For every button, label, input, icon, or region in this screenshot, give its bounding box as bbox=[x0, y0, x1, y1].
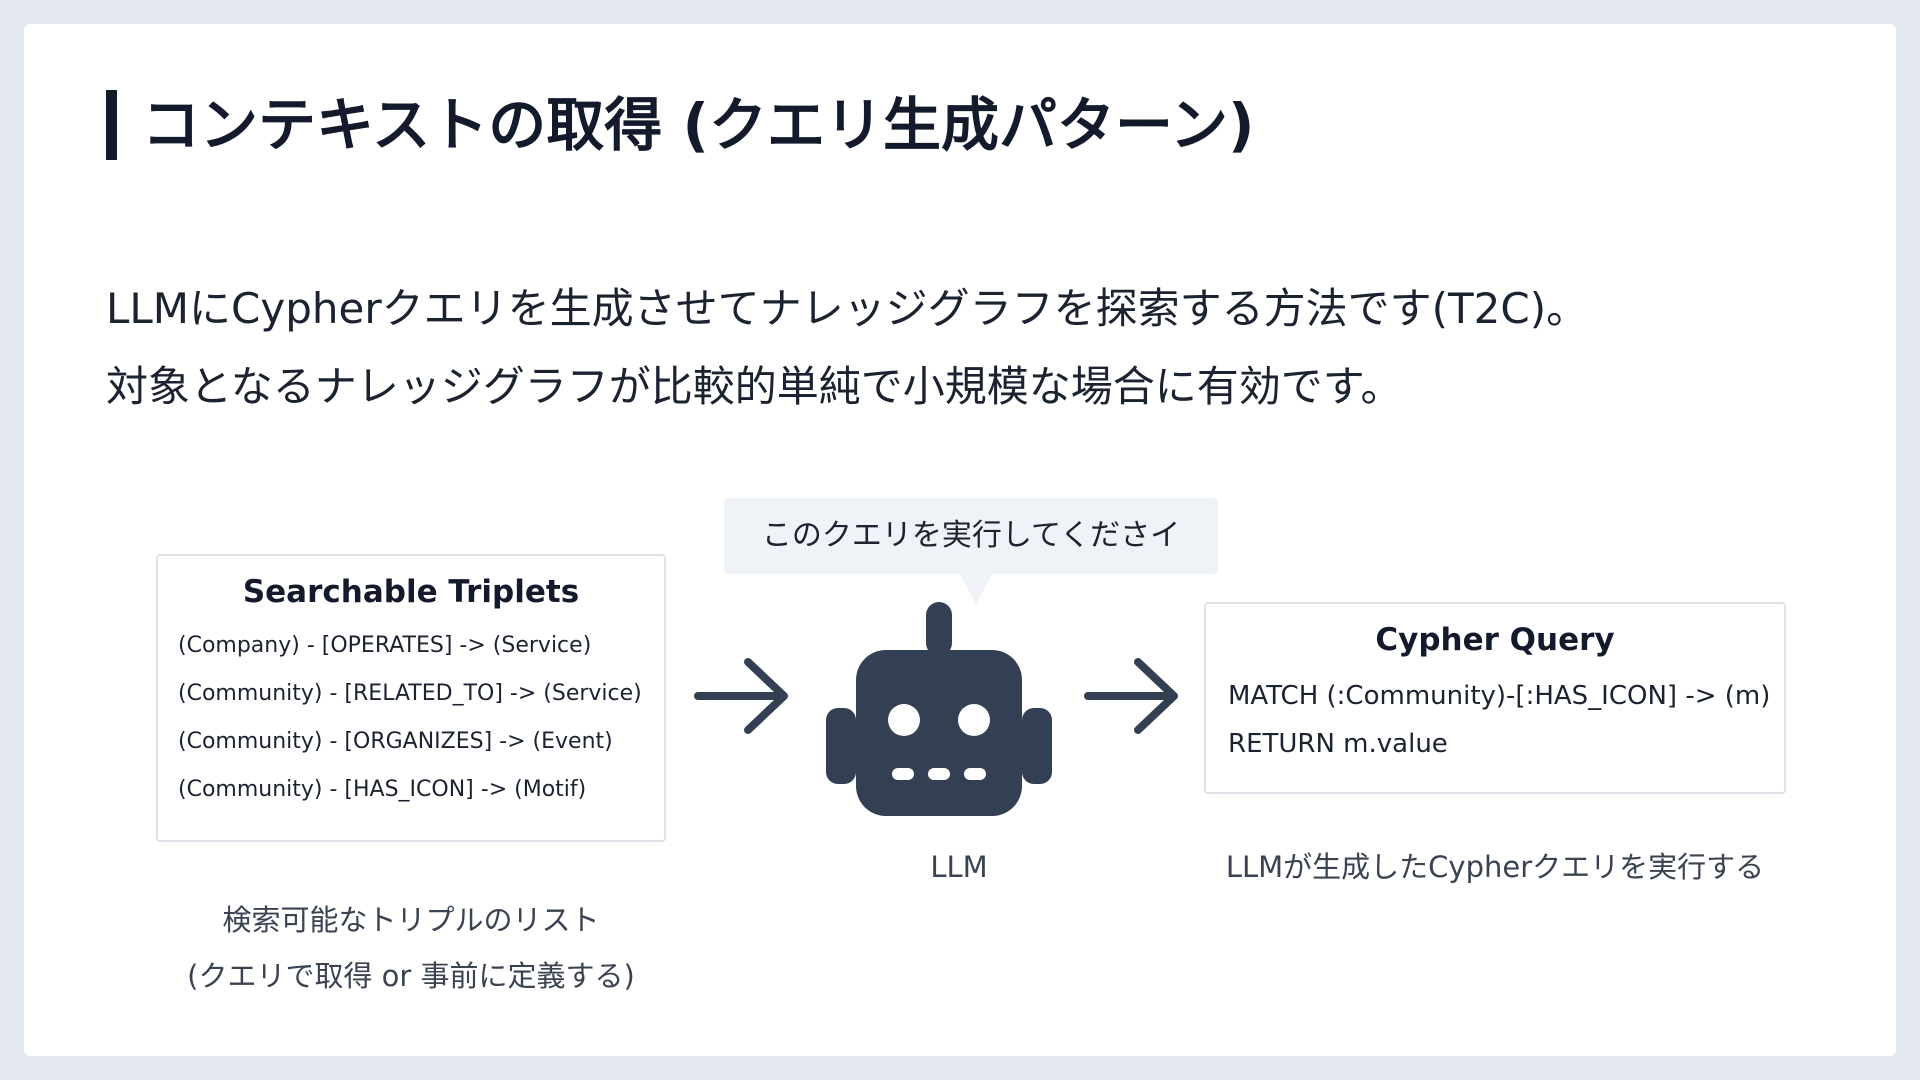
robot-icon bbox=[826, 602, 1052, 816]
arrow-right-icon bbox=[1084, 658, 1178, 734]
page-title: コンテキストの取得 (クエリ生成パターン) bbox=[142, 91, 1255, 159]
triplet-item: (Community) - [ORGANIZES] -> (Event) bbox=[178, 729, 613, 754]
arrow-right-icon bbox=[694, 658, 788, 734]
cypher-query-box: Cypher Query MATCH (:Community)-[:HAS_IC… bbox=[1204, 602, 1786, 794]
slide: コンテキストの取得 (クエリ生成パターン) LLMにCypherクエリを生成させ… bbox=[24, 24, 1896, 1056]
triplet-item: (Community) - [RELATED_TO] -> (Service) bbox=[178, 681, 642, 706]
cypher-query-line: MATCH (:Community)-[:HAS_ICON] -> (m) bbox=[1228, 681, 1771, 711]
triplets-box: Searchable Triplets (Company) - [OPERATE… bbox=[156, 554, 666, 842]
triplets-title: Searchable Triplets bbox=[242, 574, 580, 610]
llm-label: LLM bbox=[930, 850, 988, 884]
cypher-query-line: RETURN m.value bbox=[1228, 729, 1448, 759]
triplet-item: (Community) - [HAS_ICON] -> (Motif) bbox=[178, 777, 587, 802]
cypher-query-title: Cypher Query bbox=[1375, 622, 1615, 658]
triplets-caption-line: (クエリで取得 or 事前に定義する) bbox=[187, 959, 635, 993]
speech-bubble-tail bbox=[960, 574, 992, 604]
title-accent-bar bbox=[106, 90, 117, 160]
triplets-caption: 検索可能なトリプルのリスト (クエリで取得 or 事前に定義する) bbox=[156, 892, 666, 1004]
description: LLMにCypherクエリを生成させてナレッジグラフを探索する方法です(T2C)… bbox=[106, 270, 1588, 426]
triplet-item: (Company) - [OPERATES] -> (Service) bbox=[178, 633, 592, 658]
speech-bubble: このクエリを実行してくださイ bbox=[724, 498, 1218, 574]
description-line: 対象となるナレッジグラフが比較的単純で小規模な場合に有効です。 bbox=[106, 362, 1403, 411]
description-line: LLMにCypherクエリを生成させてナレッジグラフを探索する方法です(T2C)… bbox=[106, 284, 1589, 333]
cypher-query-caption: LLMが生成したCypherクエリを実行する bbox=[1225, 850, 1765, 884]
triplets-caption-line: 検索可能なトリプルのリスト bbox=[222, 903, 600, 937]
